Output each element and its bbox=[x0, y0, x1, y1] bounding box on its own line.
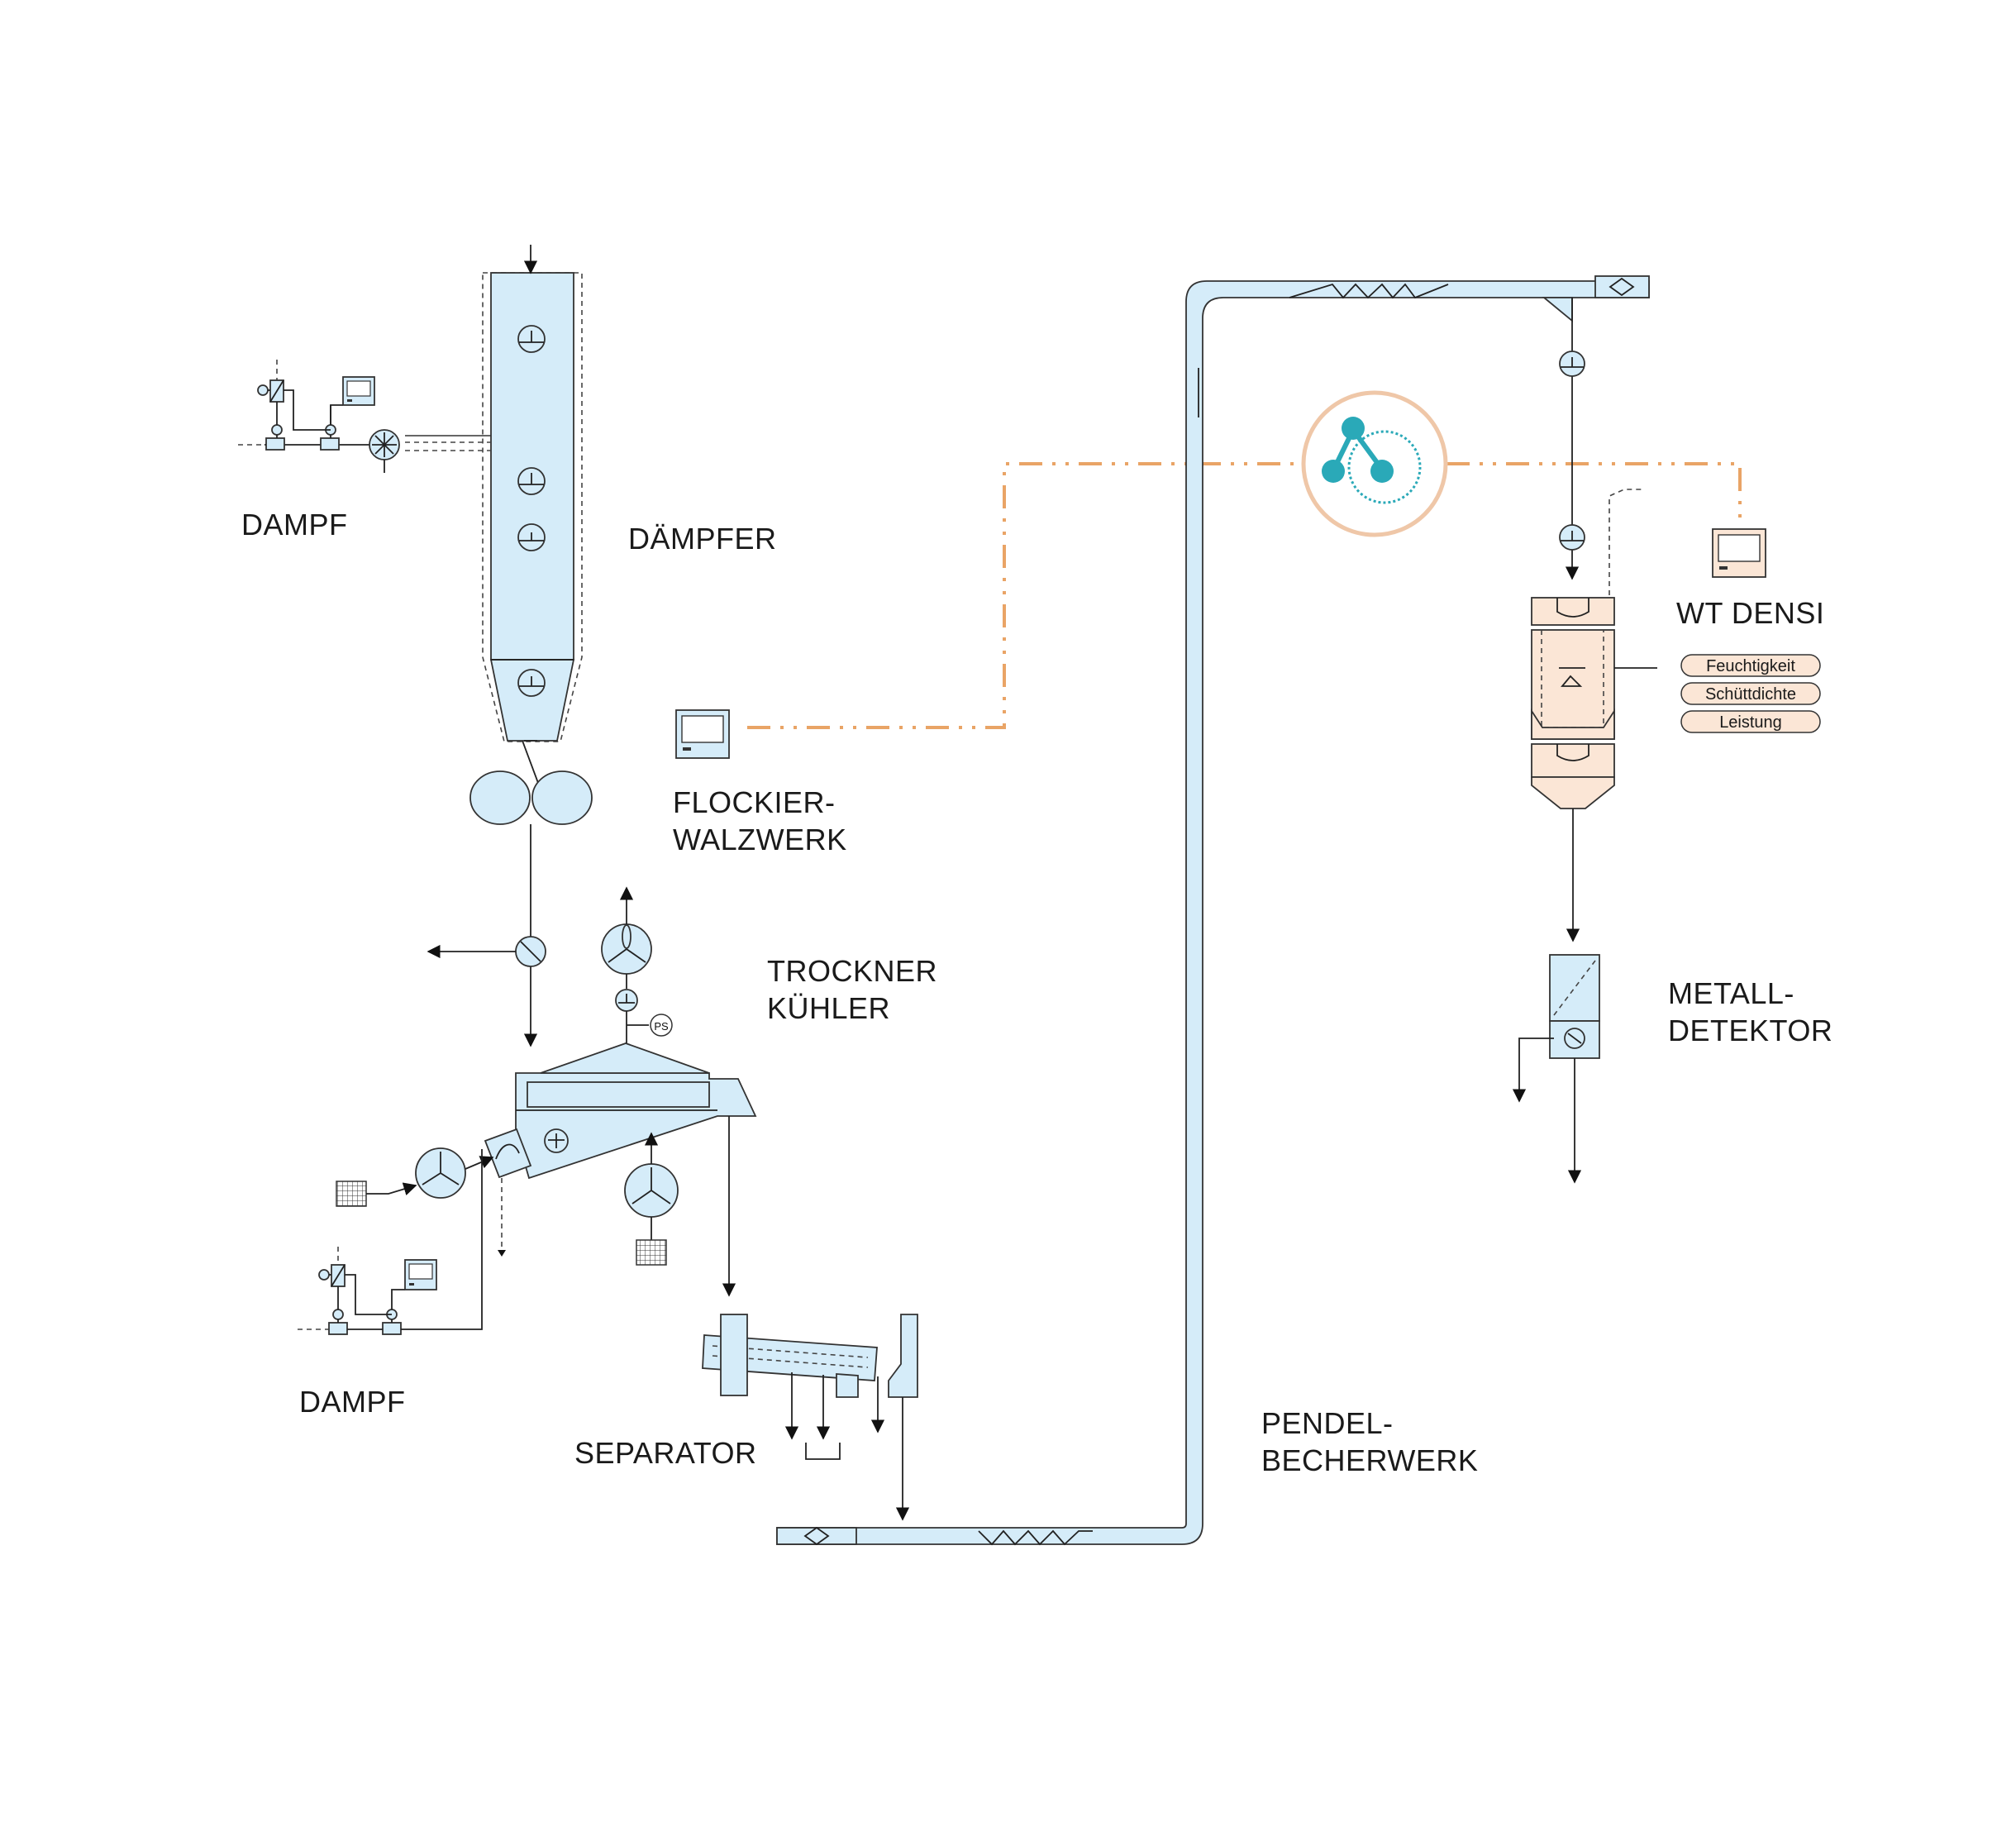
label-metall-line2: DETEKTOR bbox=[1668, 1014, 1833, 1047]
densi-monitor-icon bbox=[1712, 528, 1766, 578]
measurement-pill: Schüttdichte bbox=[1680, 682, 1821, 705]
label-pendel-line1: PENDEL- bbox=[1261, 1406, 1394, 1440]
supply-fan-lower-icon bbox=[624, 1132, 679, 1266]
pressure-switch-label: PS bbox=[654, 1020, 669, 1033]
label-flockier-line1: FLOCKIER- bbox=[673, 785, 836, 819]
measurement-list: Feuchtigkeit Schüttdichte Leistung bbox=[1680, 654, 1821, 733]
measurement-leistung: Leistung bbox=[1719, 713, 1782, 732]
flaking-mill-rollers bbox=[469, 770, 593, 1047]
measurement-feuchtigkeit: Feuchtigkeit bbox=[1706, 657, 1795, 675]
label-dampf-top: DAMPF bbox=[241, 508, 348, 541]
steam-valve-group-bottom bbox=[298, 1149, 483, 1335]
steam-valve-group-top bbox=[238, 360, 400, 473]
labels: DAMPF DÄMPFER FLOCKIER- WALZWERK TROCKNE… bbox=[241, 508, 1833, 1477]
air-filter-lower-icon bbox=[636, 1239, 667, 1266]
flaking-mill-monitor-icon bbox=[675, 709, 730, 759]
label-trockner-line2: KÜHLER bbox=[767, 991, 890, 1025]
label-metall-line1: METALL- bbox=[1668, 976, 1794, 1010]
label-pendel-line2: BECHERWERK bbox=[1261, 1443, 1478, 1477]
wt-densi-unit bbox=[1531, 597, 1657, 942]
label-wt-densi: WT DENSI bbox=[1676, 596, 1824, 630]
supply-fan-left-icon bbox=[336, 1147, 494, 1207]
metal-detector bbox=[1512, 954, 1600, 1184]
measurement-pill: Feuchtigkeit bbox=[1680, 654, 1821, 677]
air-filter-icon bbox=[336, 1181, 367, 1207]
pressure-switch-icon bbox=[650, 1014, 673, 1037]
measurement-pill: Leistung bbox=[1680, 710, 1821, 733]
label-flockier-line2: WALZWERK bbox=[673, 823, 847, 856]
label-dampf-bottom: DAMPF bbox=[299, 1385, 406, 1419]
label-trockner-line1: TROCKNER bbox=[767, 954, 937, 988]
network-cloud-icon bbox=[1301, 390, 1448, 537]
sensor-triangle-icon bbox=[1561, 675, 1583, 687]
densi-feed-line bbox=[1542, 297, 1645, 595]
steam-flow-meter-icon bbox=[369, 429, 400, 460]
label-separator: SEPARATOR bbox=[574, 1436, 757, 1470]
daempfer-column bbox=[405, 245, 583, 790]
signal-line bbox=[747, 462, 1742, 729]
bypass-valve bbox=[427, 936, 546, 967]
exhaust-fan-icon: PS bbox=[601, 886, 673, 1043]
separator bbox=[702, 1314, 918, 1521]
label-daempfer: DÄMPFER bbox=[628, 522, 777, 556]
level-sensor-icon bbox=[517, 325, 546, 697]
measurement-schuettdichte: Schüttdichte bbox=[1705, 685, 1796, 704]
dryer-cooler bbox=[484, 1042, 757, 1297]
bucket-elevator bbox=[776, 275, 1650, 1546]
